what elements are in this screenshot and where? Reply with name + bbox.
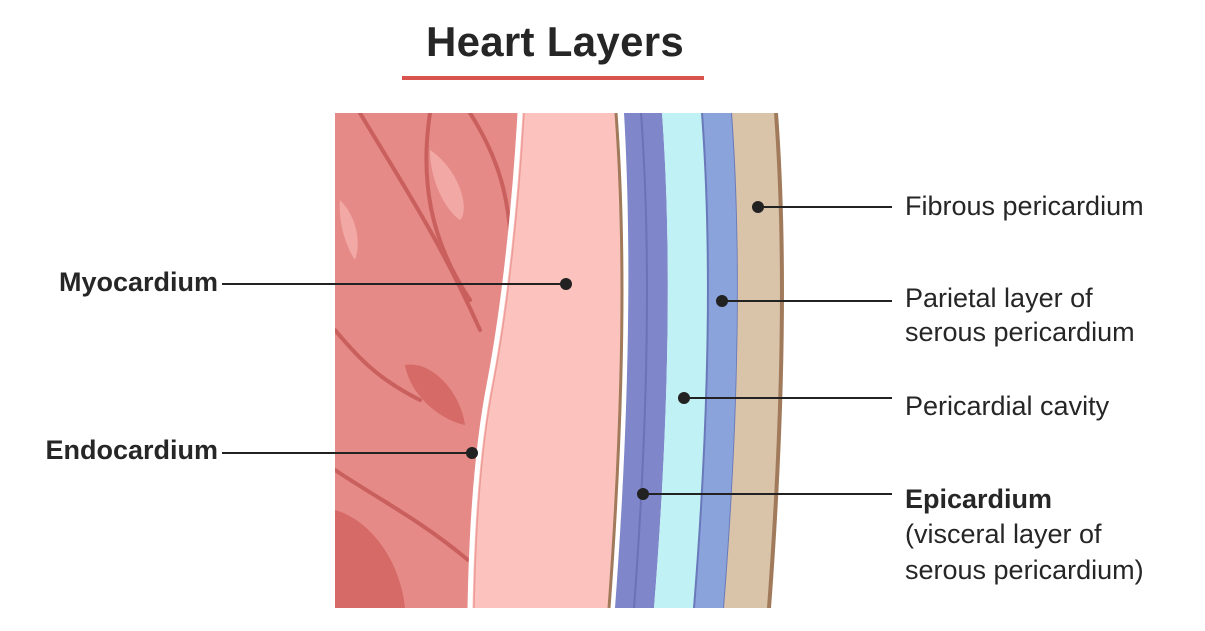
endocardium-line — [467, 113, 523, 608]
label-epicardium-sub2: serous pericardium) — [905, 555, 1144, 585]
endocardium-edge — [473, 113, 525, 608]
pericardial-cavity — [654, 113, 708, 608]
parietal-outline — [693, 113, 739, 608]
epicardium-layer — [615, 113, 668, 608]
endocardium-dot — [466, 447, 478, 459]
label-parietal-line2: serous pericardium — [905, 317, 1135, 347]
parietal-layer — [694, 113, 738, 608]
label-parietal-line1: Parietal layer of — [905, 283, 1093, 313]
cavity-dot — [678, 392, 690, 404]
parietal-dot — [716, 295, 728, 307]
myocardium-fold-3 — [335, 510, 405, 608]
epicardium-outer-line — [607, 113, 624, 608]
label-pericardial-cavity: Pericardial cavity — [905, 391, 1110, 421]
label-epicardium-sub1: (visceral layer of — [905, 519, 1102, 549]
label-epicardium: Epicardium — [905, 484, 1053, 514]
leader-lines — [222, 201, 892, 500]
title-underline — [402, 76, 704, 80]
epicardium-dot — [637, 488, 649, 500]
myocardium-fold-2 — [405, 364, 465, 425]
fibrous-outer-line — [767, 113, 784, 608]
myocardium-fold-4 — [339, 200, 358, 260]
diagram-title: Heart Layers — [425, 18, 685, 65]
tissue-cross-section — [335, 113, 784, 608]
myocardium-fold-1 — [430, 150, 464, 220]
fibrous-pericardium — [724, 113, 781, 608]
myocardium-fibers — [335, 113, 514, 562]
epicardium-inner-stroke — [633, 113, 648, 608]
label-myocardium: Myocardium — [58, 267, 218, 297]
label-endocardium: Endocardium — [45, 435, 218, 465]
myocardium-dot — [560, 278, 572, 290]
pink-layer — [470, 113, 621, 608]
label-fibrous-pericardium: Fibrous pericardium — [905, 191, 1144, 221]
fibrous-dot — [752, 201, 764, 213]
